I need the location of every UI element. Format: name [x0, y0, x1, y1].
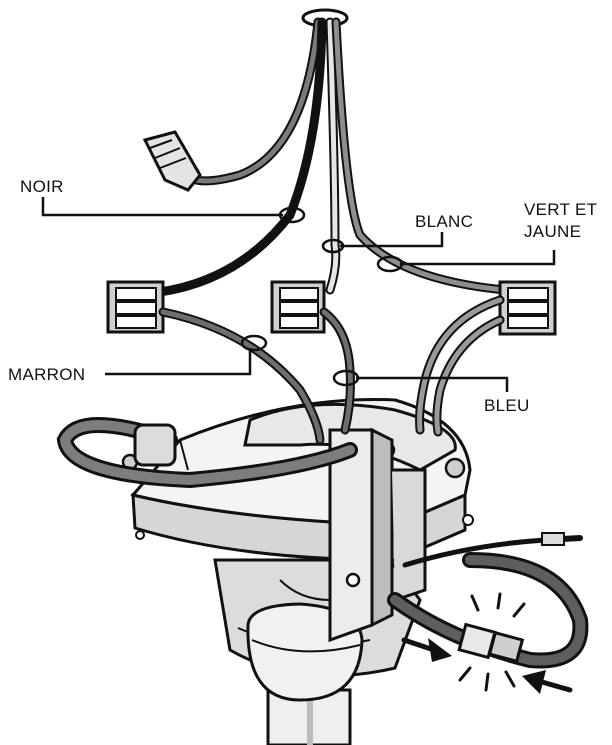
label-bleu: BLEU — [484, 396, 530, 415]
fan-wire-bundle — [158, 295, 505, 445]
ceiling-wire-bundle — [155, 8, 510, 297]
lever-connector-center — [270, 280, 326, 334]
quick-plug-connector — [457, 622, 525, 664]
motor-cord-left — [56, 417, 358, 489]
motor-cord-right — [387, 532, 589, 669]
push-arrow-left-icon — [401, 637, 452, 662]
hanger-arm — [328, 427, 427, 643]
lever-connector-left — [106, 280, 165, 334]
leader-bleu — [356, 376, 509, 392]
lever-connector-right — [498, 280, 557, 336]
label-noir: NOIR — [20, 177, 64, 196]
click-burst-icon — [458, 592, 526, 692]
label-blanc: BLANC — [415, 212, 474, 231]
leader-noir — [41, 197, 283, 217]
label-vert-et-jaune-line1: VERT ET — [524, 200, 598, 219]
label-vert-et-jaune-line2: JAUNE — [524, 222, 582, 241]
leader-blanc — [340, 232, 444, 248]
wire-nut — [142, 130, 202, 192]
push-arrow-right-icon — [522, 670, 573, 694]
label-marron: MARRON — [8, 365, 86, 384]
leader-vert-et-jaune — [400, 250, 556, 266]
leader-lines — [41, 197, 556, 392]
leader-marron — [105, 348, 252, 376]
